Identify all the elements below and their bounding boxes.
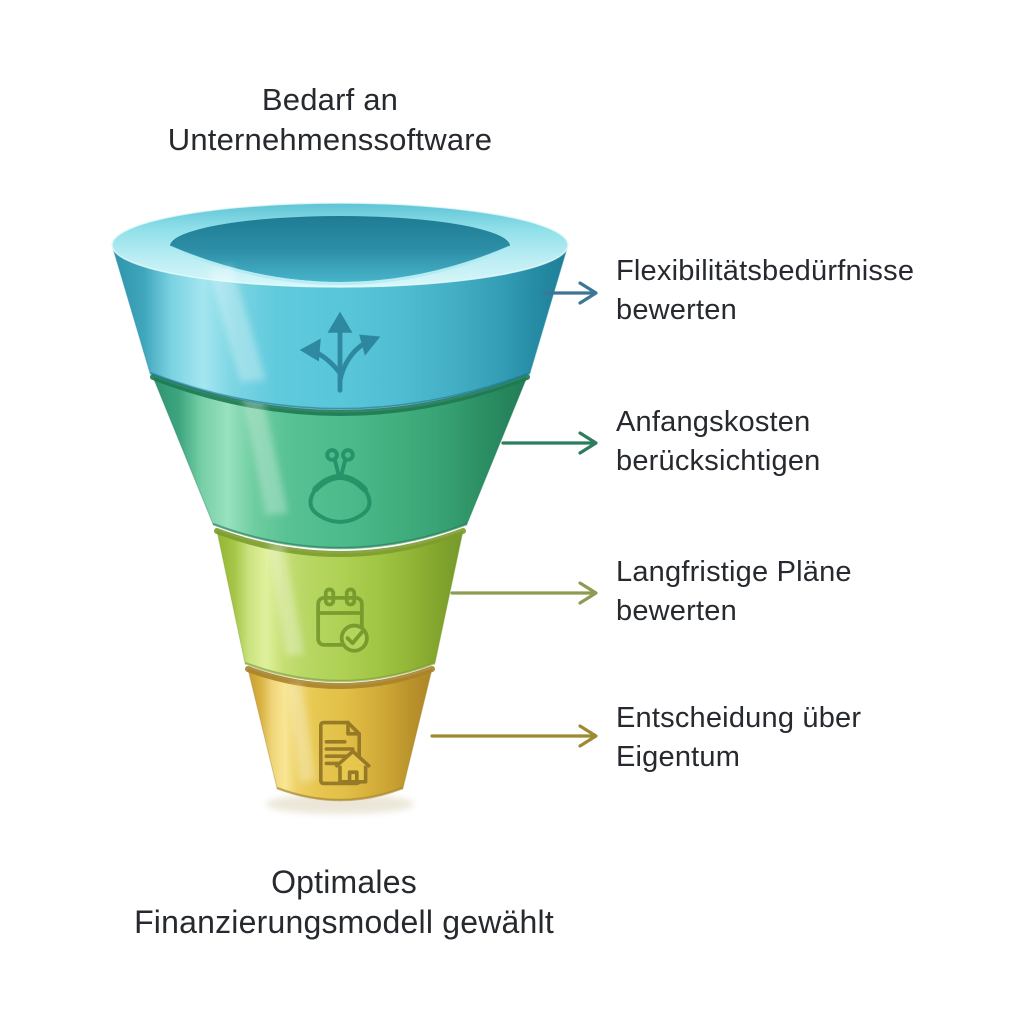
diagram-footer: Optimales Finanzierungsmodell gewählt	[134, 864, 554, 940]
funnel-stage-1-segment	[111, 202, 569, 411]
calendar-check-icon	[316, 587, 369, 653]
funnel-stage-4-segment	[245, 666, 435, 802]
branching-arrows-icon	[299, 311, 381, 393]
stage-3-label: Langfristige Pläne bewerten	[616, 556, 852, 627]
funnel-stage-3-segment	[214, 528, 466, 683]
funnel-stage-2-segment	[150, 374, 530, 550]
document-house-icon	[319, 720, 371, 786]
stage-4-label: Entscheidung über Eigentum	[616, 702, 862, 773]
funnel-shadow	[266, 794, 414, 814]
stage-1-label: Flexibilitätsbedürfnisse bewerten	[616, 255, 915, 326]
funnel-diagram	[111, 202, 569, 814]
coin-purse-icon	[308, 448, 372, 524]
stage-2-label: Anfangskosten berücksichtigen	[616, 406, 821, 477]
diagram-title: Bedarf an Unternehmenssoftware	[167, 82, 493, 157]
